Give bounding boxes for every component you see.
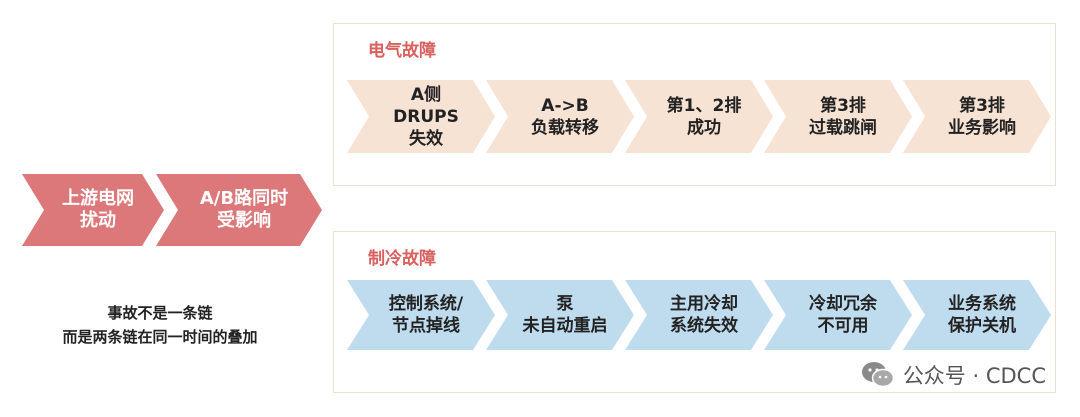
watermark: 公众号 · CDCC bbox=[861, 360, 1046, 390]
wechat-icon bbox=[861, 362, 895, 388]
electrical-step-label: A侧 DRUPS 失效 bbox=[393, 84, 459, 149]
cooling-step-label: 主用冷却 系统失效 bbox=[670, 294, 738, 336]
cooling-step-label: 冷却冗余 不可用 bbox=[809, 294, 877, 336]
electrical-step-3: 第1、2排 成功 bbox=[625, 80, 773, 153]
electrical-step-label: 第1、2排 成功 bbox=[666, 95, 742, 138]
watermark-text: 公众号 · CDCC bbox=[902, 364, 1046, 388]
cooling-step-label: 控制系统/ 节点掉线 bbox=[388, 294, 464, 336]
source-step-label: A/B路同时 受影响 bbox=[199, 188, 289, 231]
cooling-fault-title: 制冷故障 bbox=[368, 249, 436, 269]
cooling-step-label: 泵 未自动重启 bbox=[522, 294, 608, 336]
cooling-step-1: 控制系统/ 节点掉线 bbox=[347, 280, 495, 350]
source-step-grid-disturbance: 上游电网 扰动 bbox=[22, 174, 164, 246]
electrical-step-4: 第3排 过载跳闸 bbox=[764, 80, 912, 153]
cooling-step-5: 业务系统 保护关机 bbox=[903, 280, 1051, 350]
electrical-step-label: A->B 负载转移 bbox=[531, 95, 599, 138]
cooling-step-4: 冷却冗余 不可用 bbox=[764, 280, 912, 350]
electrical-step-label: 第3排 过载跳闸 bbox=[809, 95, 877, 138]
cooling-step-3: 主用冷却 系统失效 bbox=[625, 280, 773, 350]
electrical-step-2: A->B 负载转移 bbox=[486, 80, 634, 153]
electrical-step-5: 第3排 业务影响 bbox=[903, 80, 1051, 153]
cooling-step-2: 泵 未自动重启 bbox=[486, 280, 634, 350]
source-step-ab-affected: A/B路同时 受影响 bbox=[156, 174, 322, 246]
electrical-step-1: A侧 DRUPS 失效 bbox=[347, 80, 495, 153]
source-step-label: 上游电网 扰动 bbox=[62, 188, 134, 231]
cooling-step-label: 业务系统 保护关机 bbox=[948, 294, 1016, 336]
electrical-fault-title: 电气故障 bbox=[368, 41, 436, 61]
diagram-note: 事故不是一条链 而是两条链在同一时间的叠加 bbox=[62, 304, 258, 346]
electrical-step-label: 第3排 业务影响 bbox=[948, 95, 1016, 138]
